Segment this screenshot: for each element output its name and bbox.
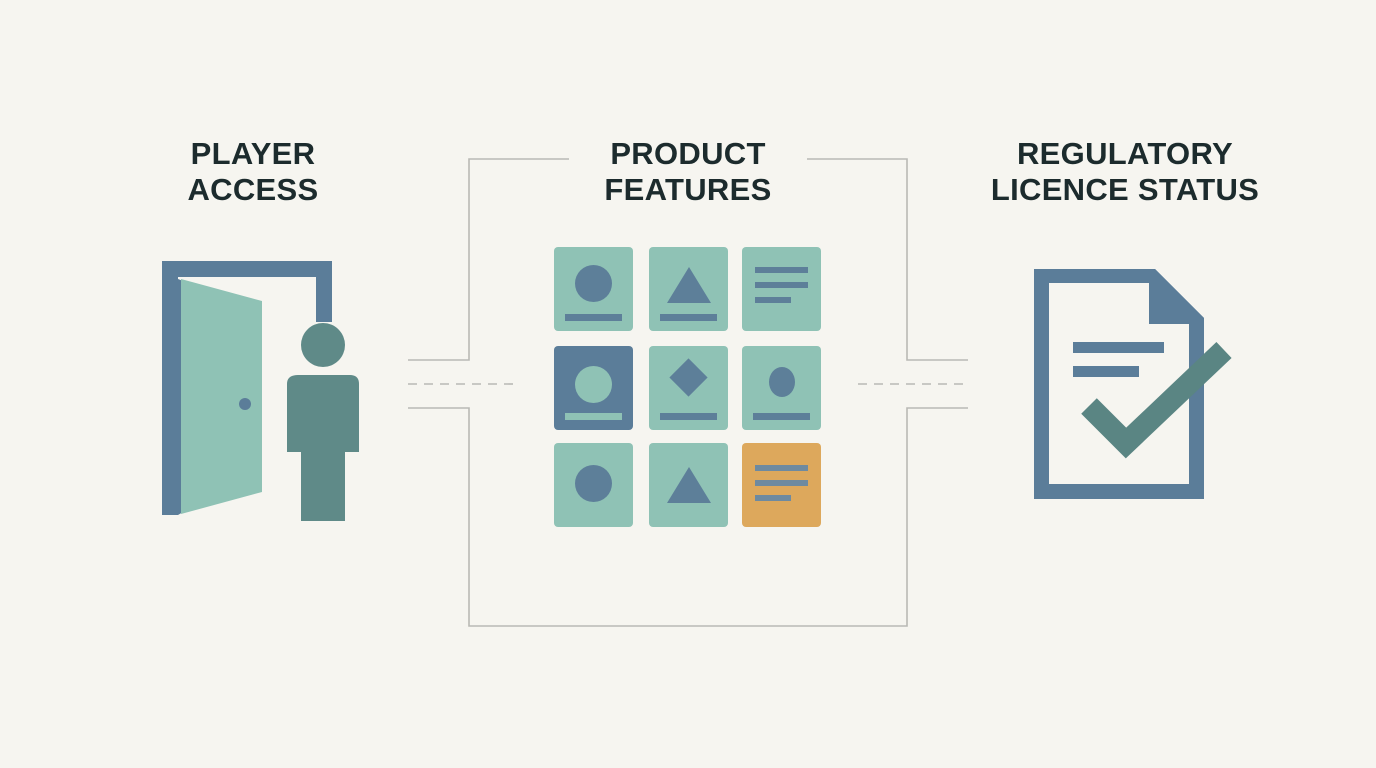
feature-tile-oval — [742, 346, 821, 430]
regulatory-title-line1: REGULATORY — [1017, 136, 1233, 171]
feature-tile-triangle — [649, 443, 728, 527]
text-line-icon — [755, 267, 808, 273]
player-access-title-line2: ACCESS — [187, 172, 319, 207]
tile-label-bar — [565, 413, 622, 420]
text-line-icon — [755, 297, 791, 303]
circle-icon — [575, 465, 612, 502]
feature-tile-diamond — [649, 346, 728, 430]
document-text-line — [1073, 366, 1139, 377]
feature-tile-circle — [554, 443, 633, 527]
feature-tile-circle — [554, 247, 633, 331]
regulatory-title-line2: LICENCE STATUS — [990, 172, 1260, 207]
player-access-title-line1: PLAYER — [190, 136, 316, 171]
text-line-icon — [755, 465, 808, 471]
regulatory-licence-status-title: REGULATORY LICENCE STATUS — [955, 136, 1295, 208]
feature-tile-triangle — [649, 247, 728, 331]
tile-label-bar — [753, 413, 810, 420]
door-panel — [181, 279, 262, 514]
tile-label-bar — [660, 314, 717, 321]
circle-icon — [575, 265, 612, 302]
text-line-icon — [755, 495, 791, 501]
circle-icon — [575, 366, 612, 403]
text-line-icon — [755, 480, 808, 486]
product-features-title-line1: PRODUCT — [610, 136, 766, 171]
right-upper-connector — [807, 158, 968, 361]
left-upper-connector — [408, 158, 569, 361]
tile-label-bar — [565, 314, 622, 321]
person-body — [287, 375, 359, 521]
player-access-title: PLAYER ACCESS — [133, 136, 373, 208]
person-head — [301, 323, 345, 367]
checkmark-icon — [1081, 342, 1232, 459]
product-features-title: PRODUCT FEATURES — [568, 136, 808, 208]
feature-tile-circle-highlighted — [554, 346, 633, 430]
document-folded-corner — [1155, 269, 1204, 318]
feature-tile-text-highlighted — [742, 443, 821, 527]
left-lower-connector — [408, 407, 968, 627]
text-line-icon — [755, 282, 808, 288]
feature-tile-text — [742, 247, 821, 331]
triangle-icon — [667, 467, 711, 503]
document-text-line — [1073, 342, 1164, 353]
door-knob — [239, 398, 251, 410]
triangle-icon — [667, 267, 711, 303]
product-features-title-line2: FEATURES — [604, 172, 772, 207]
tile-label-bar — [660, 413, 717, 420]
oval-icon — [769, 367, 795, 397]
